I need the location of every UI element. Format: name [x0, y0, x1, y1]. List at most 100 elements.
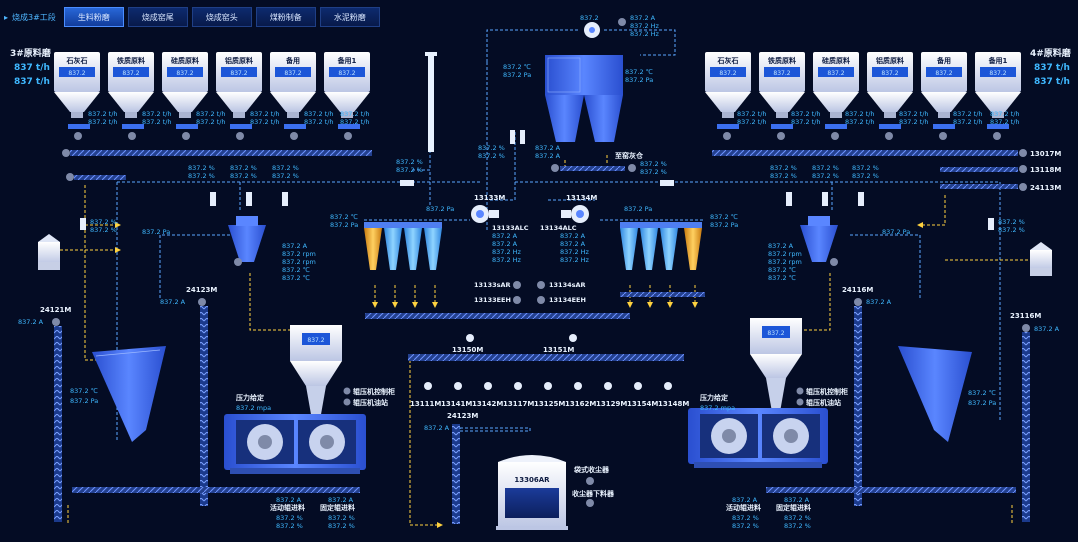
svg-text:837.2 %: 837.2 % [998, 218, 1025, 226]
svg-text:13306AR: 13306AR [514, 476, 550, 484]
silo-13306ar[interactable]: 13306AR [496, 455, 568, 530]
motor-icon [1019, 149, 1027, 157]
material-flow-lines [60, 155, 1030, 528]
svg-text:837.2 %: 837.2 % [276, 522, 303, 530]
bucket-elevator-bottom[interactable] [452, 424, 460, 524]
tab-raw-meal[interactable]: 生料粉磨 [63, 7, 124, 27]
svg-text:备用: 备用 [285, 56, 300, 65]
svg-text:837.2: 837.2 [68, 70, 85, 77]
right-transfer-belt-1[interactable] [940, 167, 1018, 172]
tab-cement-mill[interactable]: 水泥粉磨 [319, 7, 380, 27]
svg-text:837.2 ℃: 837.2 ℃ [282, 266, 310, 274]
air-slide-row: 13111M 13141M 13142M 13117M 13125M 13162… [410, 382, 689, 408]
svg-text:837.2: 837.2 [989, 70, 1006, 77]
top-fan[interactable] [584, 18, 626, 38]
svg-text:837.2 t/h: 837.2 t/h [953, 118, 983, 126]
svg-text:837.2 Hz: 837.2 Hz [630, 30, 660, 38]
right-collecting-belt[interactable] [712, 150, 1018, 156]
left-silo-1[interactable]: 石灰石 837.2 [54, 52, 100, 118]
left-mill-separator[interactable]: 837.2 ℃ 837.2 Pa [70, 346, 166, 442]
motor-icon [74, 132, 82, 140]
svg-text:13162M: 13162M [565, 400, 596, 408]
svg-text:837.2 Hz: 837.2 Hz [492, 248, 522, 256]
center-conveyor-tags: 13150M 13151M [452, 334, 577, 354]
svg-text:837.2 %: 837.2 % [812, 172, 839, 180]
right-silo-6[interactable]: 备用1 837.2 [975, 52, 1021, 118]
bag-filter-main[interactable] [545, 55, 623, 142]
left-silo-2[interactable]: 铁质原料 837.2 [108, 52, 154, 118]
right-weigh-feeders [717, 124, 1009, 140]
right-mill-separator[interactable]: 837.2 ℃ 837.2 Pa [898, 346, 996, 442]
right-return-belt[interactable] [766, 487, 1016, 493]
svg-text:837.2 t/h: 837.2 t/h [737, 118, 767, 126]
right-elevator-23116m[interactable]: 23116M 837.2 A [1010, 312, 1060, 522]
svg-text:铁质原料: 铁质原料 [768, 56, 796, 65]
left-transfer-belt[interactable] [74, 175, 126, 180]
cyclone-collecting-screw[interactable] [365, 313, 630, 319]
breadcrumb[interactable]: ▸ 烧成3#工段 [4, 12, 56, 23]
left-return-belt[interactable] [72, 487, 360, 493]
left-roller-press[interactable]: 837.2 [224, 325, 366, 474]
fan-13133m[interactable]: 13133M 13133ALC [471, 194, 529, 232]
ash-screw-conveyor[interactable] [560, 166, 625, 171]
left-silo-5[interactable]: 备用 837.2 [270, 52, 316, 118]
right-elevator-24116m[interactable]: 24116M 837.2 A [842, 286, 892, 506]
svg-text:837.2 A: 837.2 A [18, 318, 44, 326]
right-silo-2[interactable]: 铁质原料 837.2 [759, 52, 805, 118]
left-classifier[interactable] [228, 216, 266, 266]
main-distribution-belt[interactable] [408, 354, 684, 361]
tab-coal-mill[interactable]: 煤粉制备 [255, 7, 316, 27]
tab-kiln-head[interactable]: 烧成窑头 [191, 7, 252, 27]
left-feed-roll-readings: 837.2 A 活动辊进料 837.2 % 837.2 % 837.2 A 固定… [270, 496, 355, 530]
left-collecting-belt[interactable] [70, 150, 372, 156]
valve [510, 130, 515, 144]
conveyor-13118m: 13118M [1030, 166, 1061, 174]
svg-text:13133sAR: 13133sAR [474, 281, 511, 289]
right-silo-4[interactable]: 铝质原料 837.2 [867, 52, 913, 118]
left-pct-readings: 837.2 % 837.2 % 837.2 % 837.2 % 837.2 % … [90, 158, 423, 234]
right-transfer-belt-2[interactable] [940, 184, 1018, 189]
svg-text:13133ALC: 13133ALC [492, 224, 529, 232]
svg-text:13141M: 13141M [441, 400, 472, 408]
svg-text:837.2 A: 837.2 A [276, 496, 302, 504]
svg-text:石灰石: 石灰石 [66, 56, 88, 65]
fan-13134m[interactable]: 13134M 13134ALC [540, 194, 597, 232]
svg-text:辊压机控制柜: 辊压机控制柜 [353, 387, 395, 396]
svg-text:13133EEH: 13133EEH [474, 296, 511, 304]
right-roller-press[interactable]: 837.2 [688, 318, 828, 468]
right-silo-1[interactable]: 石灰石 837.2 [705, 52, 751, 118]
breadcrumb-label: 烧成3#工段 [12, 12, 56, 22]
conveyor-24113m: 24113M [1030, 184, 1061, 192]
left-silo-3[interactable]: 硅质原料 837.2 [162, 52, 208, 118]
svg-text:837.2: 837.2 [122, 70, 139, 77]
right-classifier[interactable] [800, 216, 838, 266]
left-silo-4[interactable]: 铝质原料 837.2 [216, 52, 262, 118]
svg-text:837.2 %: 837.2 % [328, 522, 355, 530]
left-elevator-24123m[interactable]: 24123M 837.2 A [160, 286, 217, 506]
motor-icon [586, 477, 594, 485]
svg-text:837.2 %: 837.2 % [188, 172, 215, 180]
svg-text:备用: 备用 [936, 56, 951, 65]
left-cyclones [364, 222, 442, 270]
left-elevator-24121m[interactable]: 24121M 837.2 A [18, 306, 71, 522]
svg-text:837.2 t/h: 837.2 t/h [953, 110, 983, 118]
svg-text:837.2: 837.2 [935, 70, 952, 77]
svg-text:837.2 %: 837.2 % [90, 226, 117, 234]
svg-text:837.2: 837.2 [580, 14, 599, 22]
svg-text:837.2 ℃: 837.2 ℃ [330, 213, 358, 221]
svg-text:837.2 t/h: 837.2 t/h [899, 110, 929, 118]
svg-text:837.2 %: 837.2 % [276, 514, 303, 522]
svg-text:837.2 ℃: 837.2 ℃ [625, 68, 653, 76]
right-silo-5[interactable]: 备用 837.2 [921, 52, 967, 118]
left-silo-6[interactable]: 备用1 837.2 [324, 52, 370, 118]
tab-kiln-tail[interactable]: 烧成窑尾 [127, 7, 188, 27]
right-silo-3[interactable]: 硅质原料 837.2 [813, 52, 859, 118]
svg-text:837.2 rpm: 837.2 rpm [282, 250, 316, 258]
svg-text:837.2 t/h: 837.2 t/h [791, 110, 821, 118]
svg-text:活动辊进料: 活动辊进料 [726, 503, 761, 512]
svg-text:837.2 %: 837.2 % [784, 522, 811, 530]
svg-text:837.2 %: 837.2 % [230, 172, 257, 180]
motor-icon [290, 132, 298, 140]
right-cyclone-screw[interactable] [620, 292, 705, 297]
